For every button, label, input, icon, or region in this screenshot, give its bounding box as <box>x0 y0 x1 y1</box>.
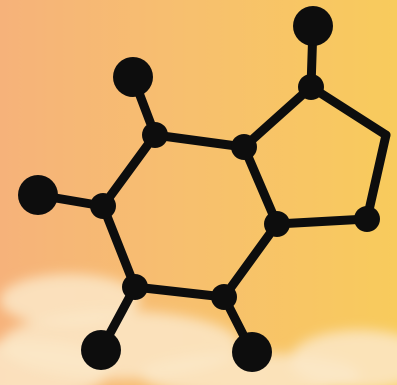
terminal-atom <box>293 6 333 46</box>
bond-line <box>362 130 391 224</box>
bond-line <box>272 214 372 229</box>
ring-atom <box>264 211 290 237</box>
terminal-atom <box>232 332 272 372</box>
bond-line <box>306 82 391 140</box>
bond-line <box>98 201 140 292</box>
ring-atom <box>298 74 324 100</box>
terminal-atom <box>18 175 58 215</box>
terminal-atom <box>81 330 121 370</box>
ring-atom <box>122 274 148 300</box>
bond-line <box>239 82 316 152</box>
atom-layer <box>18 6 380 372</box>
cloud-puff <box>290 330 397 385</box>
ring-atom <box>354 206 380 232</box>
terminal-atom <box>113 57 153 97</box>
ring-atom <box>211 284 237 310</box>
ring-atom <box>231 134 257 160</box>
bond-layer <box>33 21 391 357</box>
bond-line <box>150 130 249 152</box>
bond-line <box>239 142 282 229</box>
bond-line <box>98 130 160 211</box>
bond-line <box>130 282 229 302</box>
ring-atom <box>90 193 116 219</box>
bond-line <box>219 219 282 302</box>
ring-atom <box>142 122 168 148</box>
